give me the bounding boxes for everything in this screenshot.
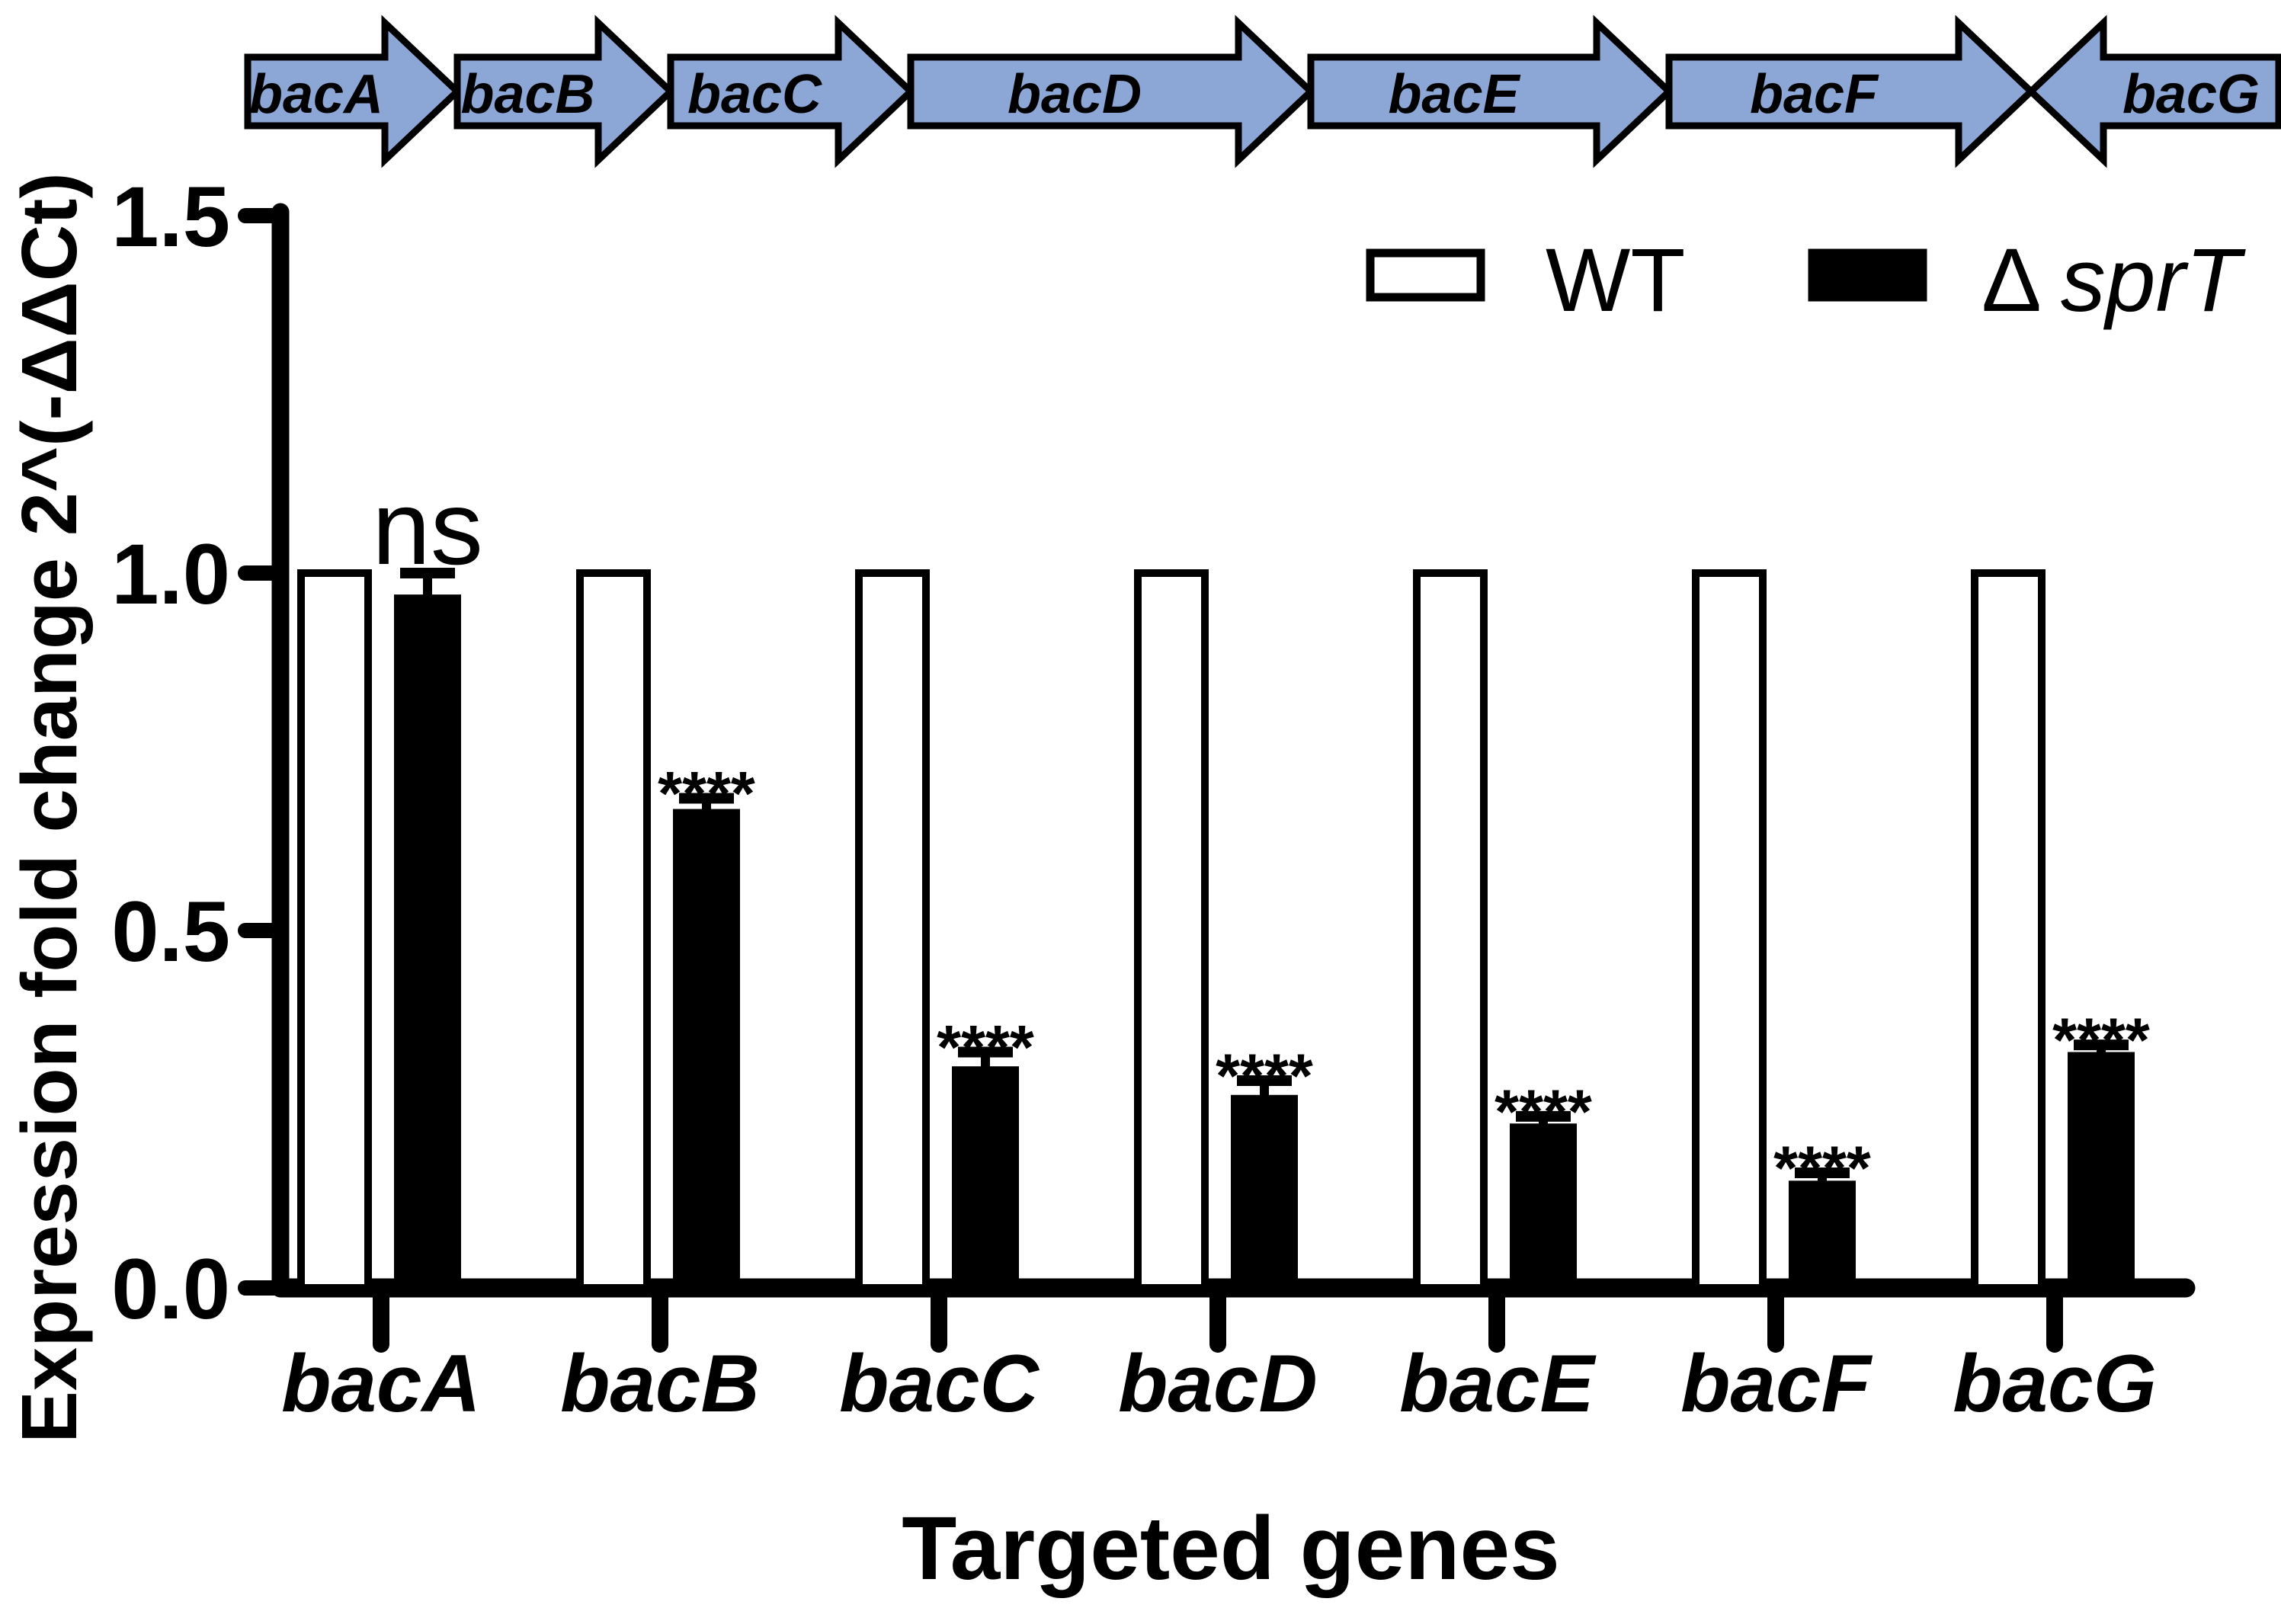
x-category-label-bacD: bacD bbox=[1118, 1337, 1318, 1429]
legend-swatch-wt bbox=[1366, 248, 1485, 302]
legend-swatch-mutant bbox=[1808, 248, 1927, 302]
gene-arrow-shape bbox=[453, 14, 676, 168]
error-bar-bacD bbox=[1237, 1075, 1292, 1100]
error-bar-bacA bbox=[400, 568, 455, 600]
gene-arrow-label: bacB bbox=[460, 64, 594, 125]
mutant-bar-bacF bbox=[1789, 1180, 1856, 1288]
mutant-bar-bacG bbox=[2068, 1052, 2135, 1288]
wt-bar-bacG bbox=[1971, 569, 2046, 1292]
wt-bar-bacF bbox=[1692, 569, 1767, 1292]
wt-bar-bacC bbox=[855, 569, 930, 1292]
x-category-labels: bacA bacB bacC bacD bacE bacF bacG bbox=[281, 1337, 2157, 1429]
operon-diagram: bacA bacB bacC bacD bacE bacF bacG bbox=[244, 14, 2281, 168]
error-bar-bacE bbox=[1516, 1110, 1571, 1129]
y-tick-label-0.5: 0.5 bbox=[111, 884, 230, 979]
gene-arrow-bacA: bacA bbox=[244, 14, 463, 168]
mutant-bar-bacC bbox=[952, 1066, 1019, 1288]
gene-arrow-shape bbox=[1307, 14, 1674, 168]
significance-bacA: ns bbox=[372, 469, 483, 587]
x-ticks bbox=[373, 1289, 2063, 1353]
gene-arrow-shape bbox=[907, 14, 1316, 168]
gene-arrow-label: bacA bbox=[249, 64, 383, 125]
gene-arrow-shape bbox=[667, 14, 916, 168]
legend-label-wt: WT bbox=[1546, 230, 1685, 331]
mutant-bar-bacA bbox=[394, 594, 461, 1288]
gene-arrow-shape bbox=[1665, 14, 2036, 168]
mutant-bar-bacB bbox=[673, 809, 740, 1288]
legend-label-mutant-gene: sprT bbox=[2061, 230, 2247, 331]
x-category-label-bacG: bacG bbox=[1953, 1337, 2157, 1429]
bar-series: ns **** **** **** **** **** **** bbox=[297, 469, 2150, 1292]
y-tick-label-1.5: 1.5 bbox=[111, 169, 230, 264]
x-category-label-bacC: bacC bbox=[839, 1337, 1040, 1429]
error-bar-bacG bbox=[2074, 1039, 2129, 1057]
wt-bar-bacE bbox=[1413, 569, 1488, 1292]
gene-arrow-bacF: bacF bbox=[1665, 14, 2036, 168]
gene-arrow-shape bbox=[2026, 14, 2281, 168]
y-tick-label-1.0: 1.0 bbox=[111, 527, 230, 622]
gene-arrow-label: bacF bbox=[1750, 64, 1879, 125]
gene-arrow-bacG: bacG bbox=[2026, 14, 2281, 168]
mutant-bar-bacE bbox=[1510, 1123, 1577, 1288]
x-axis-title: Targeted genes bbox=[902, 1498, 1559, 1599]
y-axis-title: Expression fold change 2^(-ΔΔCt) bbox=[5, 172, 93, 1443]
mutant-bar-bacD bbox=[1231, 1094, 1298, 1288]
significance-bacC: **** bbox=[937, 1013, 1034, 1082]
legend-label-mutant-delta: Δ bbox=[1981, 230, 2042, 331]
gene-arrow-bacB: bacB bbox=[453, 14, 676, 168]
wt-bar-bacD bbox=[1134, 569, 1209, 1292]
significance-bacD: **** bbox=[1216, 1042, 1313, 1111]
gene-arrow-bacD: bacD bbox=[907, 14, 1316, 168]
significance-bacF: **** bbox=[1773, 1134, 1871, 1203]
significance-bacB: **** bbox=[658, 759, 755, 828]
significance-bacE: **** bbox=[1495, 1078, 1592, 1147]
x-category-label-bacE: bacE bbox=[1399, 1337, 1597, 1429]
wt-bar-bacB bbox=[576, 569, 651, 1292]
gene-arrow-label: bacG bbox=[2122, 64, 2260, 125]
y-tick-label-0.0: 0.0 bbox=[111, 1241, 230, 1337]
gene-arrow-bacE: bacE bbox=[1307, 14, 1674, 168]
gene-arrow-label: bacD bbox=[1008, 64, 1142, 125]
gene-arrow-shape bbox=[244, 14, 463, 168]
x-category-label-bacA: bacA bbox=[281, 1337, 481, 1429]
x-category-label-bacB: bacB bbox=[560, 1337, 760, 1429]
x-category-label-bacF: bacF bbox=[1680, 1337, 1873, 1429]
significance-bacG: **** bbox=[2052, 1006, 2150, 1075]
error-bar-bacC bbox=[958, 1046, 1013, 1071]
error-bar-bacB bbox=[679, 793, 734, 814]
wt-bar-bacA bbox=[297, 569, 372, 1292]
gene-arrow-bacC: bacC bbox=[667, 14, 916, 168]
gene-arrow-label: bacE bbox=[1388, 64, 1520, 125]
gene-arrow-label: bacC bbox=[687, 64, 822, 125]
error-bar-bacF bbox=[1795, 1167, 1850, 1186]
y-ticks: 0.0 0.5 1.0 1.5 bbox=[111, 169, 288, 1337]
